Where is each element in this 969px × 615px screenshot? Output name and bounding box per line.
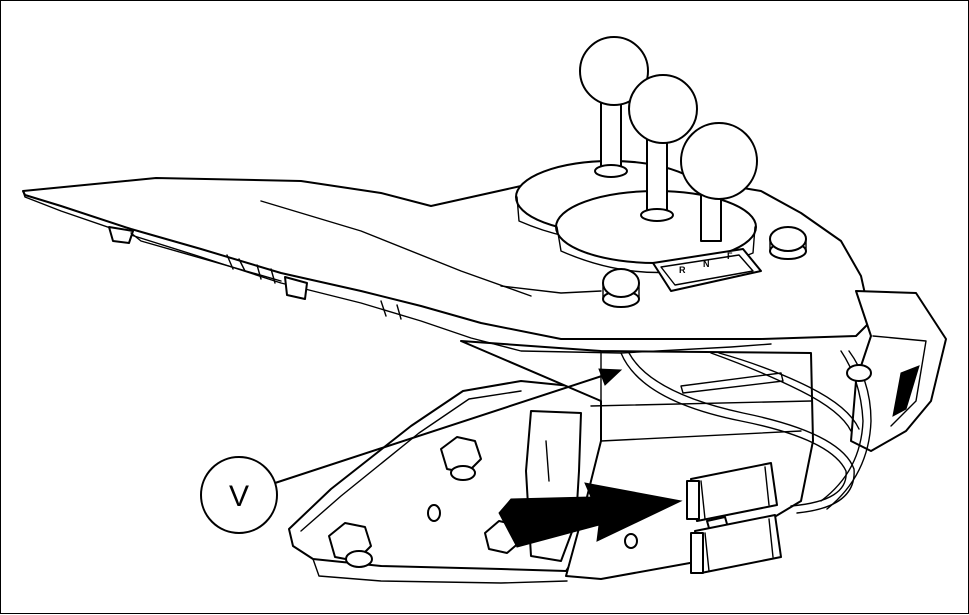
switch-label-f: F <box>727 251 733 261</box>
hex-nut-lower-left <box>328 522 373 568</box>
callout-circle <box>200 456 278 534</box>
joystick-middle <box>628 74 698 222</box>
cover-screw-right <box>769 226 807 260</box>
direction-arrow <box>498 482 683 548</box>
switch-label-n: N <box>703 259 710 269</box>
cover-screw-left <box>602 268 640 308</box>
bolt-hole <box>427 504 441 522</box>
direction-switch: F N R <box>652 248 762 292</box>
callout-label: V <box>229 480 249 513</box>
wire-harness <box>620 350 872 514</box>
harness-connector <box>686 462 782 574</box>
joystick-left <box>579 36 649 178</box>
callout-arrowhead <box>598 368 623 386</box>
hex-nut-upper <box>440 436 482 481</box>
switch-label-r: R <box>679 265 686 275</box>
joystick-right <box>680 122 758 242</box>
callout-leader-line <box>274 372 612 484</box>
bolt-hole <box>624 533 638 549</box>
right-shroud <box>850 290 947 452</box>
